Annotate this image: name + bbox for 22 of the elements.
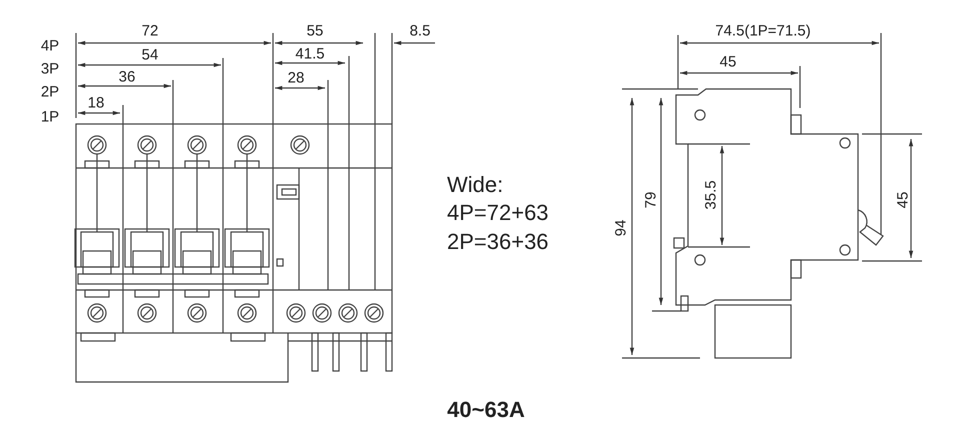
pole-label: 1P [40,110,60,124]
dimension-label: 18 [88,96,104,110]
dimension-label: 45 [720,54,736,70]
pole-label: 3P [40,62,60,76]
pole-label: 4P [40,38,60,54]
caption: 40~63A [447,399,525,421]
dimension-label: 94 [614,220,628,236]
dimension-label: 55 [306,24,324,38]
note-text: 2P=36+36 [447,231,549,253]
dimension-label: 74.5(1P=71.5) [715,24,811,38]
pole-label: 2P [40,84,60,100]
dimension-label: 79 [644,192,658,208]
note-text: 4P=72+63 [447,202,549,224]
dimension-label: 54 [142,48,158,62]
dimension-label: 28 [288,70,304,86]
dimension-label: 36 [118,70,136,84]
dimension-label: 72 [142,24,158,38]
dimension-label: 8.5 [410,24,430,38]
dimension-label: 45 [896,192,910,208]
dimension-label: 41.5 [295,46,325,62]
note-text: Wide: [447,174,504,196]
dimension-label: 35.5 [704,180,718,210]
